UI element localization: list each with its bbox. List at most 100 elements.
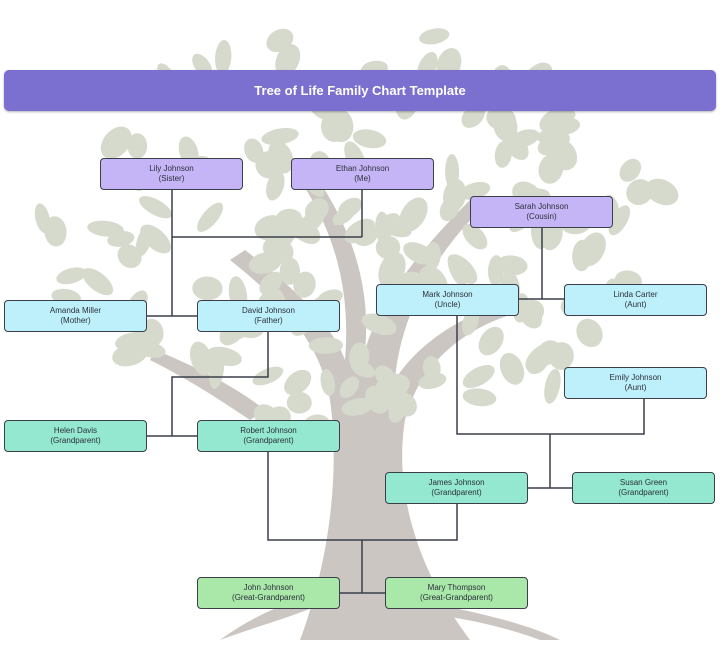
leaf-shape — [419, 28, 450, 45]
node-role: (Great-Grandparent) — [420, 593, 493, 602]
leaf-shape — [478, 326, 504, 356]
leaf-shape — [320, 111, 347, 142]
leaf-shape — [418, 372, 447, 390]
node-name: David Johnson — [242, 306, 295, 315]
node-robert-johnson[interactable]: Robert Johnson(Grandparent) — [197, 420, 340, 452]
leaf-shape — [487, 255, 504, 287]
node-name: Sarah Johnson — [514, 202, 569, 211]
leaf-shape — [127, 133, 148, 159]
leaf-shape — [443, 178, 467, 212]
sibling-connector — [171, 190, 363, 316]
leaf-shape — [375, 235, 401, 260]
leaf-shape — [332, 205, 356, 226]
chart-title: Tree of Life Family Chart Template — [4, 70, 716, 111]
leaf-shape — [572, 239, 592, 272]
father-to-grandparents-connector — [147, 332, 269, 437]
leaf-shape — [192, 276, 223, 301]
leaf-shape — [352, 129, 387, 149]
leaf-shape — [320, 368, 336, 396]
node-ethan-johnson[interactable]: Ethan Johnson(Me) — [291, 158, 434, 190]
node-sarah-johnson[interactable]: Sarah Johnson(Cousin) — [470, 196, 613, 228]
leaf-shape — [189, 341, 213, 376]
node-lily-johnson[interactable]: Lily Johnson(Sister) — [100, 158, 243, 190]
leaf-shape — [140, 224, 171, 254]
leaf-shape — [117, 244, 142, 269]
leaf-shape — [341, 397, 374, 416]
uncle-aunt-to-grandparents-connector — [456, 315, 645, 489]
node-john-johnson[interactable]: John Johnson(Great-Grandparent) — [197, 577, 340, 609]
node-mary-thompson[interactable]: Mary Thompson(Great-Grandparent) — [385, 577, 528, 609]
leaf-shape — [350, 360, 376, 378]
node-amanda-miller[interactable]: Amanda Miller(Mother) — [4, 300, 147, 332]
node-role: (Grandparent) — [618, 488, 669, 497]
leaf-shape — [131, 340, 166, 358]
leaf-shape — [82, 268, 114, 296]
leaf-shape — [266, 170, 285, 201]
leaf-shape — [526, 352, 549, 375]
leaf-shape — [87, 220, 124, 237]
node-james-johnson[interactable]: James Johnson(Grandparent) — [385, 472, 528, 504]
node-emily-johnson[interactable]: Emily Johnson(Aunt) — [564, 367, 707, 399]
grandparents-to-great-grandparents-connector — [267, 451, 458, 594]
leaf-shape — [248, 252, 282, 274]
cousin-connector — [519, 227, 564, 300]
leaf-shape — [209, 352, 225, 389]
leaf-shape — [255, 151, 282, 179]
leaf-shape — [374, 213, 401, 240]
node-role: (Aunt) — [624, 300, 647, 309]
node-name: James Johnson — [428, 478, 485, 487]
node-role: (Uncle) — [434, 300, 461, 309]
leaf-shape — [576, 318, 603, 348]
node-role: (Me) — [354, 174, 371, 183]
leaf-shape — [391, 392, 417, 417]
node-name: John Johnson — [243, 583, 294, 592]
leaf-shape — [215, 39, 232, 75]
node-role: (Grandparent) — [243, 436, 294, 445]
leaf-shape — [34, 203, 51, 234]
node-name: Lily Johnson — [149, 164, 194, 173]
leaf-shape — [304, 198, 329, 223]
leaf-shape — [424, 241, 441, 271]
leaf-shape — [56, 267, 87, 285]
node-name: Susan Green — [619, 478, 668, 487]
leaf-shape — [462, 365, 495, 388]
node-susan-green[interactable]: Susan Green(Grandparent) — [572, 472, 715, 504]
node-name: Emily Johnson — [609, 373, 662, 382]
node-role: (Grandparent) — [50, 436, 101, 445]
leaf-shape — [499, 352, 525, 385]
node-role: (Mother) — [60, 316, 91, 325]
node-name: Amanda Miller — [49, 306, 102, 315]
leaf-shape — [493, 109, 518, 142]
node-david-johnson[interactable]: David Johnson(Father) — [197, 300, 340, 332]
leaf-shape — [539, 106, 574, 134]
node-linda-carter[interactable]: Linda Carter(Aunt) — [564, 284, 707, 316]
leaf-shape — [544, 368, 561, 404]
leaf-shape — [365, 385, 389, 414]
leaf-shape — [626, 179, 653, 206]
node-role: (Sister) — [158, 174, 185, 183]
node-helen-davis[interactable]: Helen Davis(Grandparent) — [4, 420, 147, 452]
leaf-shape — [537, 131, 570, 156]
leaf-shape — [100, 126, 132, 159]
node-name: Mark Johnson — [422, 290, 473, 299]
leaf-shape — [139, 196, 172, 219]
leaf-shape — [399, 197, 428, 232]
leaf-shape — [496, 255, 528, 276]
node-role: (Grandparent) — [431, 488, 482, 497]
leaf-shape — [339, 376, 360, 399]
node-name: Helen Davis — [53, 426, 98, 435]
leaf-shape — [284, 369, 312, 396]
node-mark-johnson[interactable]: Mark Johnson(Uncle) — [376, 284, 519, 316]
leaf-shape — [538, 153, 564, 184]
node-name: Robert Johnson — [240, 426, 297, 435]
leaf-shape — [197, 202, 224, 233]
leaf-shape — [645, 178, 679, 206]
leaf-shape — [361, 313, 397, 336]
leaf-shape — [608, 205, 631, 236]
node-name: Mary Thompson — [427, 583, 486, 592]
node-name: Linda Carter — [613, 290, 658, 299]
leaf-shape — [279, 257, 300, 285]
node-role: (Aunt) — [624, 383, 647, 392]
leaf-shape — [519, 299, 545, 323]
